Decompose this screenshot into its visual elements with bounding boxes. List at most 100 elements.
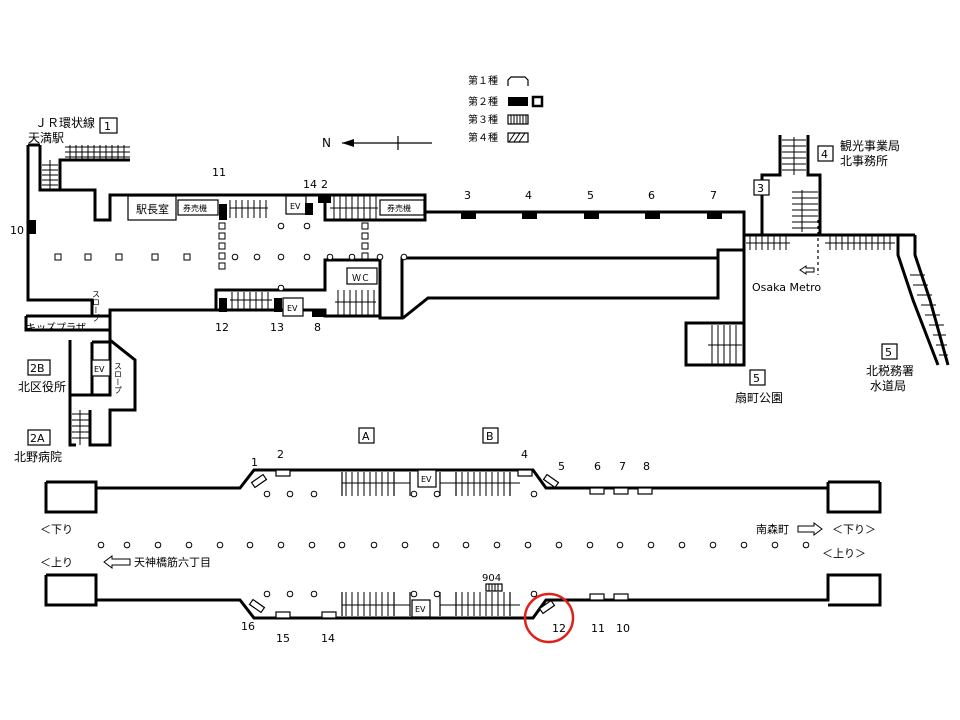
pillar-square — [361, 232, 369, 240]
pillar — [432, 541, 440, 549]
exit5-park-number: 5 — [753, 372, 760, 385]
legend-label-type1: 第１種 — [468, 74, 498, 87]
concourse-num-6: 6 — [648, 189, 655, 202]
concourse-stairs — [42, 137, 948, 445]
osaka-metro-label: Osaka Metro — [752, 281, 821, 294]
stair-exit1-vertical — [42, 160, 58, 190]
direction-right-arrow-icon — [797, 522, 823, 536]
pillar — [410, 490, 418, 498]
exit5-tax-line2: 水道局 — [870, 379, 906, 393]
wc-label: ＷＣ — [352, 274, 370, 284]
pillar — [154, 541, 162, 549]
pillar — [530, 490, 538, 498]
phone-10-icon — [28, 220, 36, 234]
pillar — [370, 541, 378, 549]
exit4-line2: 北事務所 — [840, 154, 888, 168]
platform-num-14: 14 — [321, 632, 335, 645]
phone-13-icon — [274, 298, 282, 312]
stair-exit1 — [65, 145, 130, 160]
fixture-16 — [248, 598, 266, 614]
pillar — [216, 541, 224, 549]
stair-exit5-park — [708, 325, 742, 364]
concourse-num-12: 12 — [215, 321, 229, 334]
concourse-num-11: 11 — [212, 166, 226, 179]
platform-stair-b-lower — [440, 592, 520, 616]
exit1-number: 1 — [104, 120, 111, 133]
type3-symbol-icon — [507, 114, 529, 125]
toward-minamimorimachi-label: 南森町 — [756, 522, 789, 536]
legend-label-type4: 第４種 — [468, 131, 498, 144]
fixture-8 — [637, 487, 653, 495]
down-right-label: ＜下り＞ — [832, 523, 876, 536]
fixture-14 — [321, 611, 337, 619]
pillar — [616, 541, 624, 549]
exit5-tax-number: 5 — [885, 346, 892, 359]
pillar-square — [54, 253, 62, 261]
direction-left-arrow-icon — [103, 555, 131, 569]
down-left-label: ＜下り — [40, 523, 73, 536]
platform-elevator-lower — [411, 599, 431, 618]
legend: 第１種 第２種 第３種 第４種 — [468, 74, 544, 144]
pillar — [286, 590, 294, 598]
platform-stair-a-upper — [342, 472, 410, 496]
gate-b-label: B — [486, 430, 494, 443]
phone-11-icon — [219, 204, 227, 220]
exit1-line1: ＪＲ環状線 — [35, 115, 95, 130]
fixture-2 — [275, 469, 291, 477]
type2-symbol-icon — [508, 97, 528, 106]
pillar-square — [218, 222, 226, 230]
pillar-square — [84, 253, 92, 261]
room-904: 904 — [482, 573, 503, 592]
stair-left-bottom — [230, 292, 272, 309]
stair-exit3 — [792, 190, 818, 232]
pillar — [400, 253, 408, 261]
platform-numbers: 1 2 4 5 6 7 8 16 15 14 12 11 10 — [241, 448, 650, 645]
fixture-12 — [538, 599, 556, 615]
platform-stair-rails — [341, 472, 511, 616]
platform-num-15: 15 — [276, 632, 290, 645]
concourse-num-3: 3 — [464, 189, 471, 202]
elevator-2b-label: EV — [94, 365, 105, 374]
fixture-10 — [613, 593, 629, 601]
concourse-num-8: 8 — [314, 321, 321, 334]
platform-num-5: 5 — [558, 460, 565, 473]
elevator-lower-label: EV — [287, 304, 298, 313]
pillar — [308, 541, 316, 549]
pillar — [286, 490, 294, 498]
north-arrow: N — [322, 136, 432, 150]
stair-east-corridor — [746, 236, 790, 250]
pillar — [771, 541, 779, 549]
pillar — [647, 541, 655, 549]
concourse-num-14: 14 — [303, 178, 317, 191]
exit3-number: 3 — [757, 182, 764, 195]
pillar-square — [151, 253, 159, 261]
slope-label-lower: スロープ — [114, 362, 123, 394]
north-arrowhead-icon — [342, 139, 354, 147]
type1-symbol-icon — [507, 76, 529, 86]
pillar — [376, 253, 384, 261]
legend-label-type3: 第３種 — [468, 113, 498, 126]
pillar — [530, 590, 538, 598]
exit2a-label: 北野病院 — [14, 449, 62, 464]
pillar-square — [218, 232, 226, 240]
osaka-metro-arrow-icon — [799, 265, 815, 275]
pillar — [433, 590, 441, 598]
exit4-line1: 観光事業局 — [840, 139, 900, 153]
station-master-room — [127, 195, 177, 221]
pillar — [326, 253, 334, 261]
ticket-machine-right-label: 券売機 — [387, 203, 411, 213]
phone-3-icon — [461, 212, 476, 219]
pillar — [348, 253, 356, 261]
fixture-11 — [589, 593, 605, 601]
toward-tenjinbashi-label: 天神橋筋六丁目 — [134, 555, 211, 569]
type4-symbol-icon — [507, 132, 529, 143]
fixture-6 — [589, 487, 605, 495]
platform-elevator-lower-label: EV — [415, 605, 426, 614]
platform-num-16: 16 — [241, 620, 255, 633]
pillar — [123, 541, 131, 549]
concourse-num-10: 10 — [10, 224, 24, 237]
phone-2-icon — [318, 195, 331, 203]
type2-alt-symbol-icon — [531, 95, 544, 108]
phone-12-icon — [219, 298, 227, 312]
